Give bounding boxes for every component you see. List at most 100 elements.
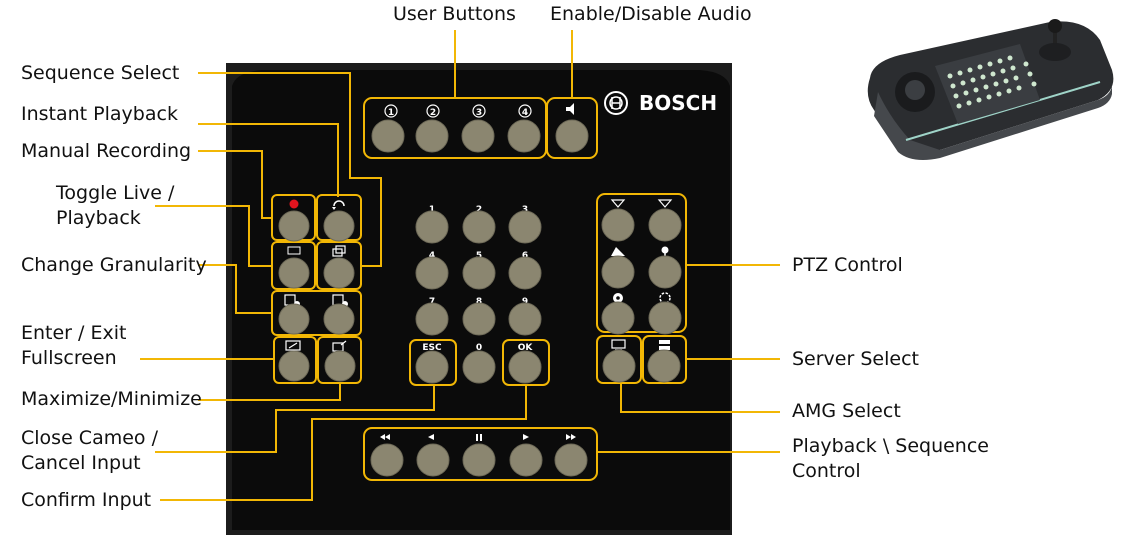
granularity-decrease-button[interactable] xyxy=(278,294,310,335)
numpad-key-2[interactable]: 2 xyxy=(462,205,496,244)
user-key-label: 4 xyxy=(522,108,528,118)
playback-frame xyxy=(363,427,598,481)
leader-manual-recording xyxy=(198,150,272,219)
zoom-in-icon xyxy=(657,199,673,208)
leader-amg-select xyxy=(620,383,780,413)
leader-confirm-input xyxy=(160,385,527,501)
label-line: Cancel Input xyxy=(21,452,141,474)
label-line: Playback xyxy=(56,207,141,229)
leader-close-cameo xyxy=(155,385,435,453)
step-back-button[interactable] xyxy=(416,434,450,477)
replay-icon xyxy=(333,200,345,207)
pause-icon xyxy=(476,434,478,441)
numpad-key-label: ESC xyxy=(422,343,442,353)
numpad-key-label: 1 xyxy=(429,205,435,215)
zoom-out-icon xyxy=(610,199,626,208)
granularity-increase-button[interactable] xyxy=(323,294,355,335)
rewind-button[interactable] xyxy=(370,434,404,477)
rewind-icon xyxy=(380,434,390,440)
iris-close-icon xyxy=(659,292,671,304)
play-icon xyxy=(523,434,529,440)
fast-forward-icon xyxy=(566,434,576,440)
fast-forward-button[interactable] xyxy=(554,434,588,477)
user-key-label: 3 xyxy=(476,108,482,118)
pause-button[interactable] xyxy=(462,434,496,477)
brand-text: BOSCH xyxy=(639,91,717,115)
label-server-select: Server Select xyxy=(792,348,919,370)
user-button-2[interactable]: 2 xyxy=(415,104,449,153)
numpad-key-5[interactable]: 5 xyxy=(462,251,496,290)
numpad-key-6[interactable]: 6 xyxy=(508,251,542,290)
leader-granularity xyxy=(198,264,272,314)
label-maximize-minimize: Maximize/Minimize xyxy=(21,388,202,410)
label-confirm-input: Confirm Input xyxy=(21,489,152,511)
numpad-key-label: 9 xyxy=(522,297,528,307)
audio-button[interactable] xyxy=(555,103,589,153)
speaker-icon xyxy=(566,103,574,115)
numpad-key-esc[interactable]: ESC xyxy=(415,343,449,384)
numpad-key-label: 5 xyxy=(476,251,482,261)
user-key-label: 1 xyxy=(388,108,394,118)
record-icon xyxy=(289,199,299,209)
leader-instant-playback xyxy=(198,123,339,197)
user-button-1[interactable]: 1 xyxy=(371,104,405,153)
sequence-select-button[interactable] xyxy=(323,245,355,289)
numpad-key-label: 7 xyxy=(429,297,435,307)
ptz-frame xyxy=(596,193,687,333)
instant-playback-button[interactable] xyxy=(323,200,355,242)
maximize-button[interactable] xyxy=(324,340,356,382)
ptz-focus-near-button[interactable] xyxy=(648,246,682,289)
film-icon xyxy=(287,246,301,255)
numpad-key-label: 0 xyxy=(476,343,482,353)
label-manual-recording: Manual Recording xyxy=(21,140,192,162)
numpad-key-label: 8 xyxy=(476,297,482,307)
label-line: Close Cameo / xyxy=(21,427,158,449)
numpad-key-7[interactable]: 7 xyxy=(415,297,449,336)
server-icon xyxy=(659,340,670,344)
label-playback-sequence-control: Playback \ Sequence Control xyxy=(792,434,989,484)
mountain-icon xyxy=(611,247,625,256)
label-line: Enter / Exit xyxy=(21,322,127,344)
numpad-key-4[interactable]: 4 xyxy=(415,251,449,290)
leader-sequence-select xyxy=(198,72,382,267)
numpad-key-0[interactable]: 0 xyxy=(462,343,496,384)
monitor-icon xyxy=(611,339,626,349)
numpad-key-label: 6 xyxy=(522,251,528,261)
numpad-key-label: OK xyxy=(518,343,534,353)
label-line: Playback \ Sequence xyxy=(792,435,989,457)
amg-frame xyxy=(596,335,642,384)
manual-recording-button[interactable] xyxy=(278,199,310,242)
user-button-3[interactable]: 3 xyxy=(461,104,495,153)
ptz-zoom-in-button[interactable] xyxy=(648,199,682,242)
numpad-key-label: 4 xyxy=(429,251,435,261)
ptz-iris-close-button[interactable] xyxy=(648,292,682,335)
user-key-label: 2 xyxy=(430,108,436,118)
numpad-key-9[interactable]: 9 xyxy=(508,297,542,336)
numpad-key-1[interactable]: 1 xyxy=(415,205,449,244)
label-line: Fullscreen xyxy=(21,347,117,369)
numpad-key-ok[interactable]: OK xyxy=(508,343,542,384)
fullscreen-button[interactable] xyxy=(278,340,310,382)
expand-icon xyxy=(285,340,301,351)
numpad-key-label: 3 xyxy=(522,205,528,215)
amg-select-button[interactable] xyxy=(602,339,636,383)
step-back-icon xyxy=(428,434,434,440)
keyboard-product-image xyxy=(867,19,1114,160)
toggle-live-button[interactable] xyxy=(278,246,310,289)
numpad: 1 2 3 4 5 6 7 8 xyxy=(409,205,550,386)
numpad-key-3[interactable]: 3 xyxy=(508,205,542,244)
label-change-granularity: Change Granularity xyxy=(21,254,207,276)
numpad-key-8[interactable]: 8 xyxy=(462,297,496,336)
ptz-iris-open-button[interactable] xyxy=(601,293,635,335)
play-button[interactable] xyxy=(509,434,543,477)
user-button-4[interactable]: 4 xyxy=(507,104,541,153)
label-instant-playback: Instant Playback xyxy=(21,103,178,125)
ptz-focus-far-button[interactable] xyxy=(601,247,635,289)
ptz-zoom-out-button[interactable] xyxy=(601,199,635,242)
panel-face xyxy=(232,70,730,530)
leader-maximize xyxy=(198,383,341,401)
flower-icon xyxy=(661,246,669,254)
server-select-button[interactable] xyxy=(647,340,681,383)
